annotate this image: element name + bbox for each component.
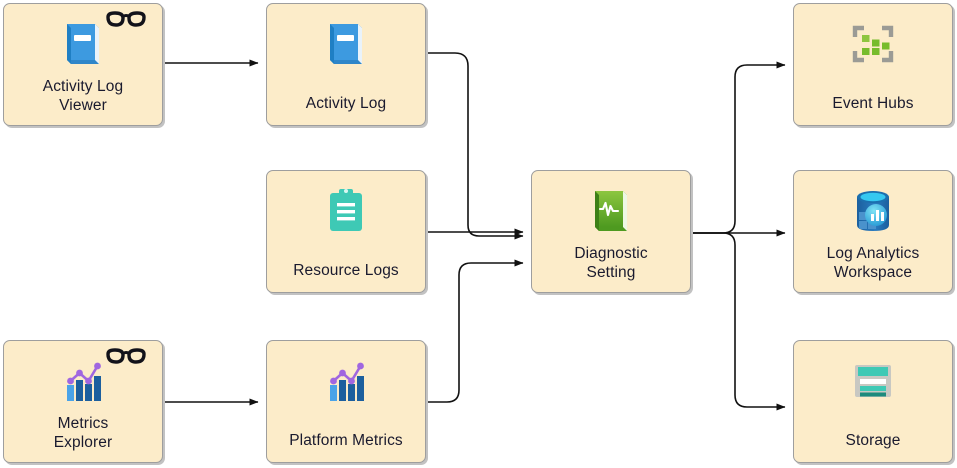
node-label: Event Hubs	[832, 95, 914, 112]
bar-line-chart-icon	[55, 355, 111, 411]
glasses-icon	[104, 347, 148, 369]
log-analytics-icon	[845, 185, 901, 241]
node-label: Diagnostic Setting	[574, 245, 648, 281]
bar-line-chart-icon	[318, 355, 374, 411]
storage-icon	[845, 355, 901, 411]
node-label: Resource Logs	[293, 262, 399, 279]
node-metrics-explorer[interactable]: Metrics Explorer	[3, 340, 163, 463]
node-label: Activity Log	[305, 95, 387, 112]
edge-diagnostic-to-storage	[693, 232, 786, 411]
node-activity-log-viewer[interactable]: Activity Log Viewer	[3, 3, 163, 126]
green-book-pulse-icon	[583, 185, 639, 241]
node-resource-logs[interactable]: Resource Logs	[266, 170, 426, 293]
blue-book-icon	[318, 18, 374, 74]
glasses-icon	[104, 10, 148, 32]
blue-book-icon	[55, 18, 111, 74]
edge-diagnostic-to-event-hubs	[693, 61, 786, 234]
teal-clipboard-icon	[318, 185, 374, 241]
node-label: Metrics Explorer	[53, 415, 113, 451]
node-label: Activity Log Viewer	[42, 78, 124, 114]
node-diagnostic-setting[interactable]: Diagnostic Setting	[531, 170, 691, 293]
edge-activity-log-to-diagnostic	[428, 52, 524, 240]
node-label: Platform Metrics	[289, 432, 403, 449]
node-storage[interactable]: Storage	[793, 340, 953, 463]
event-hubs-icon	[845, 18, 901, 74]
node-platform-metrics[interactable]: Platform Metrics	[266, 340, 426, 463]
node-label: Storage	[845, 432, 901, 449]
node-event-hubs[interactable]: Event Hubs	[793, 3, 953, 126]
node-label: Log Analytics Workspace	[826, 245, 920, 281]
node-activity-log[interactable]: Activity Log	[266, 3, 426, 126]
node-log-analytics-workspace[interactable]: Log Analytics Workspace	[793, 170, 953, 293]
edge-platform-metrics-to-diagnostic	[428, 259, 524, 403]
